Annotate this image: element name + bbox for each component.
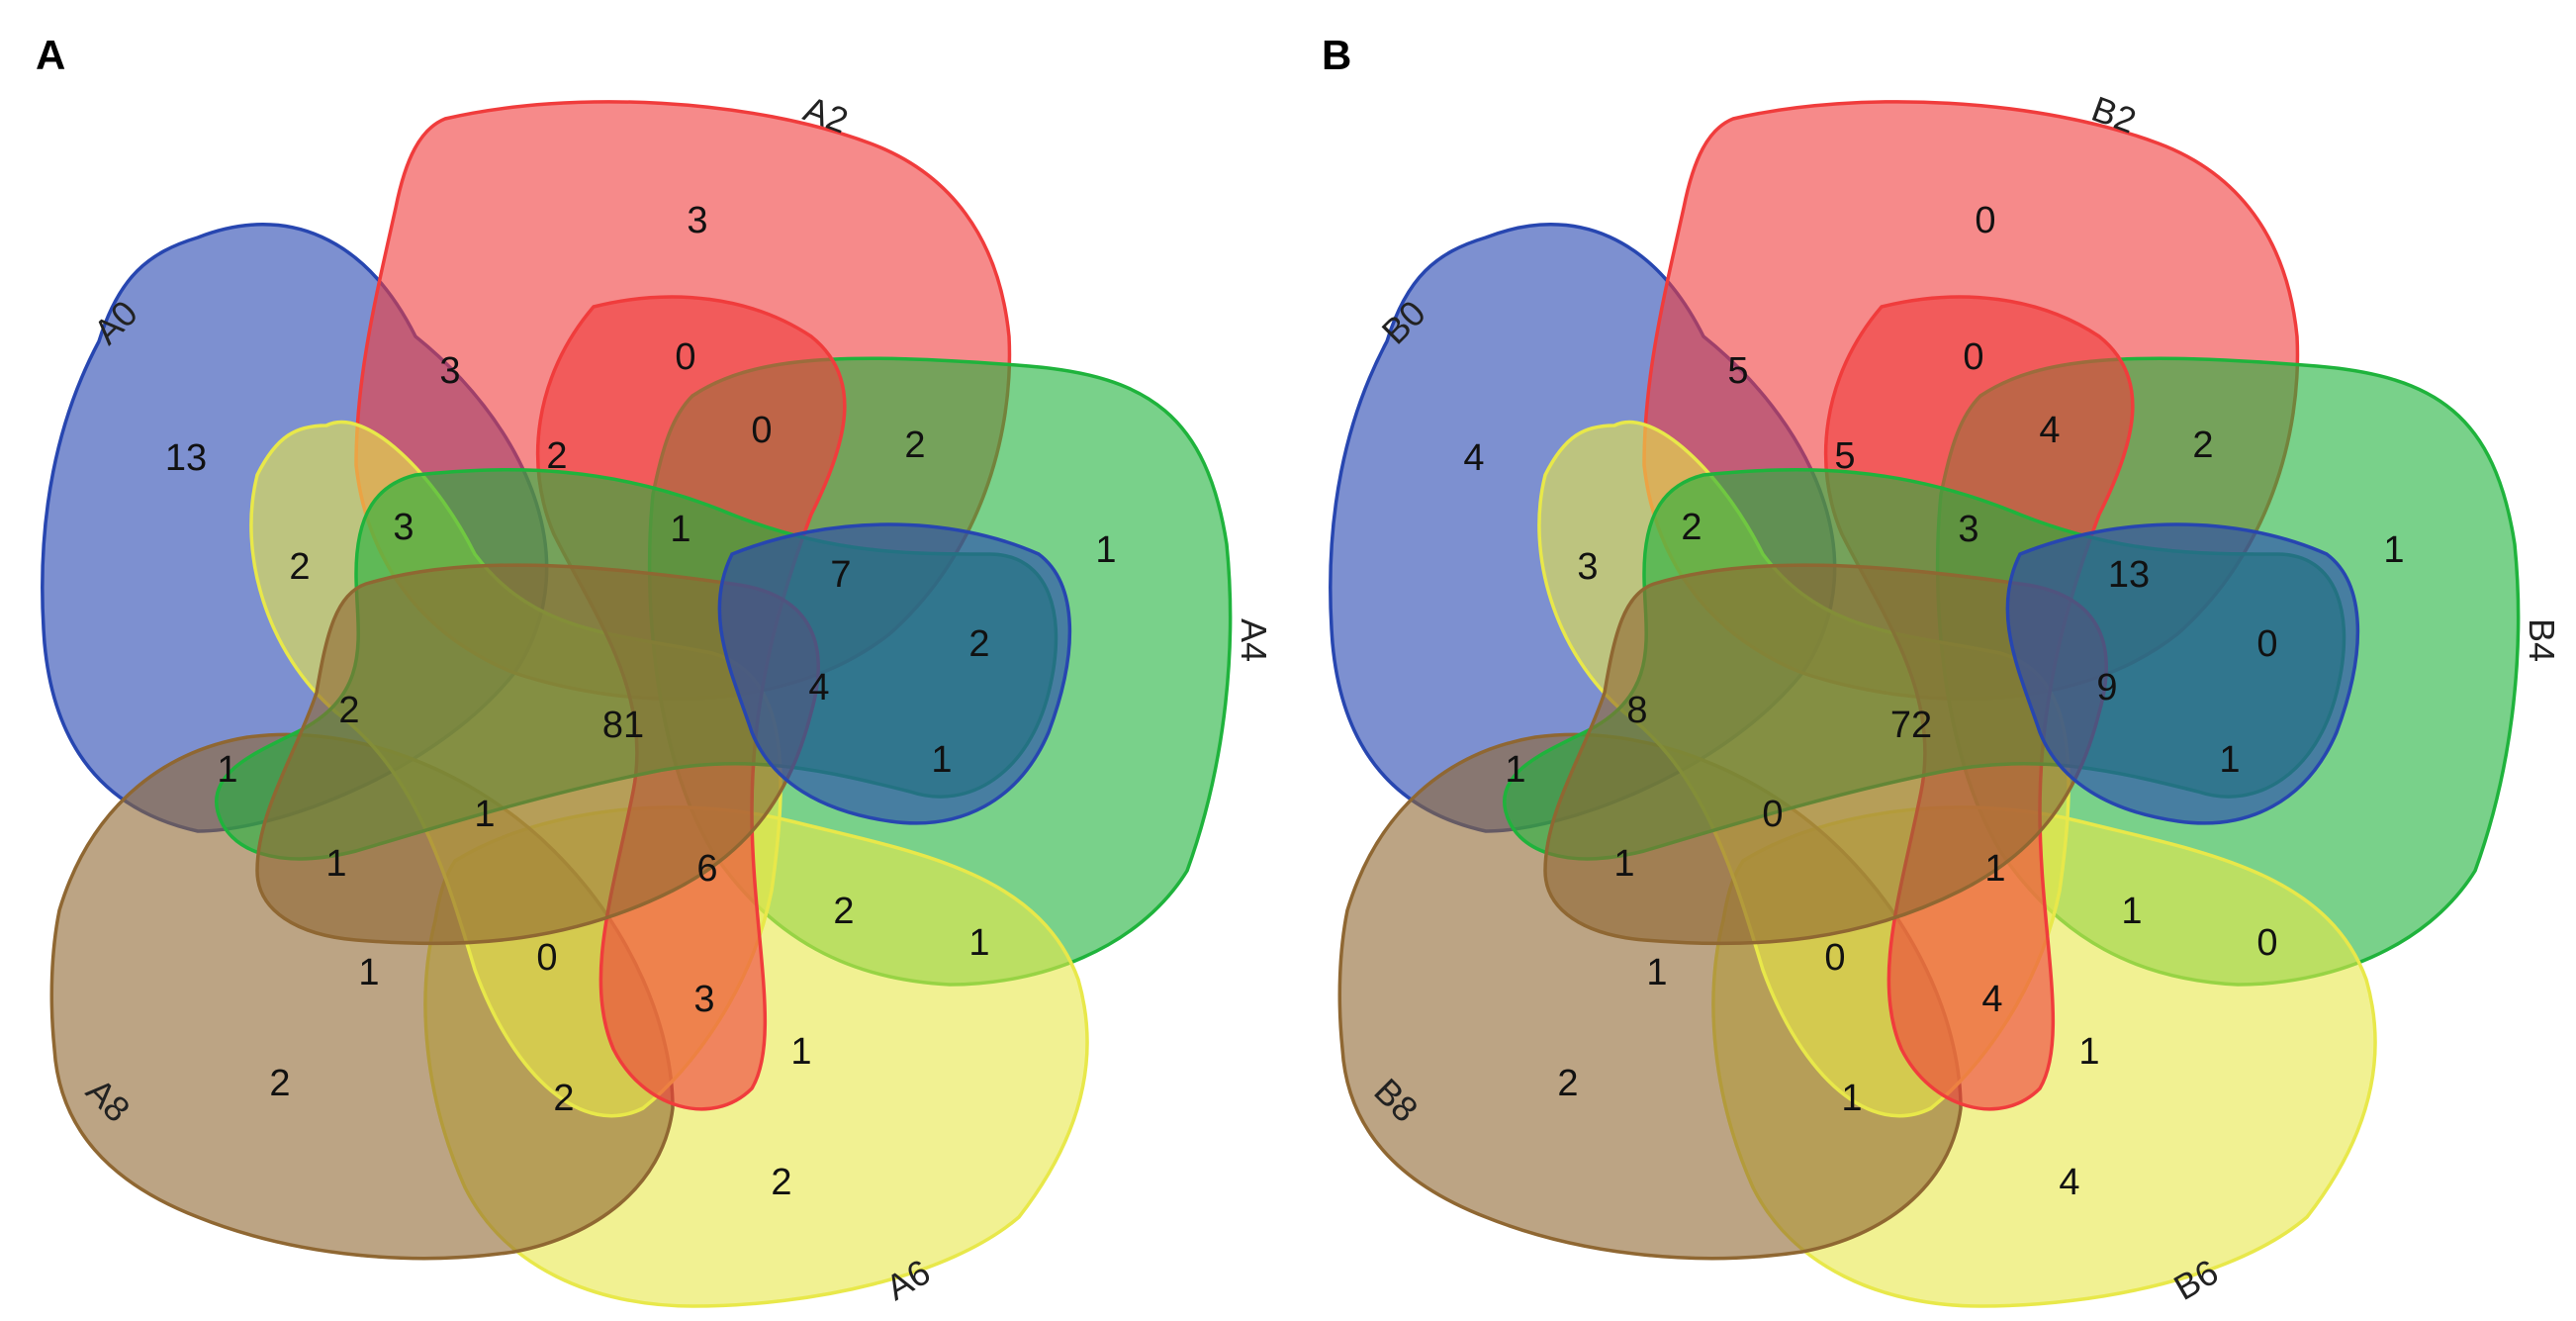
region-count: 1 [931, 739, 952, 781]
region-count: 5 [1727, 350, 1748, 392]
region-count: 1 [1984, 848, 2005, 890]
region-counts-a: 13 3 1 2 2 3 0 2 1 2 2 0 7 4 1 2 1 1 6 3… [165, 200, 1117, 1203]
region-count: 2 [546, 435, 567, 477]
region-count: 3 [1577, 546, 1598, 588]
region-count: 2 [338, 690, 359, 731]
panel-letter: B [1322, 32, 1351, 78]
region-count: 13 [165, 437, 207, 479]
region-count: 81 [602, 705, 644, 746]
venn-diagram-b: B B0 B2 B4 B6 B8 4 0 1 4 2 5 0 2 0 1 8 4… [1322, 32, 2562, 1308]
region-count: 3 [687, 200, 707, 241]
region-count: 72 [1890, 705, 1932, 746]
region-count: 1 [2383, 529, 2404, 571]
region-count: 2 [2192, 425, 2213, 466]
region-count: 2 [1681, 507, 1702, 548]
region-count: 1 [474, 794, 495, 835]
region-count: 1 [1505, 749, 1525, 791]
region-count: 2 [269, 1063, 290, 1104]
region-count: 5 [1834, 435, 1855, 477]
region-counts-b: 4 0 1 4 2 5 0 2 0 1 8 4 13 9 1 0 1 1 1 4… [1463, 200, 2404, 1203]
region-count: 4 [2039, 410, 2060, 451]
region-count: 0 [675, 336, 695, 378]
region-count: 4 [1463, 437, 1484, 479]
region-count: 2 [904, 425, 925, 466]
region-count: 1 [670, 509, 690, 550]
set-a0-inner-petal [717, 522, 1072, 825]
region-count: 3 [393, 507, 414, 548]
region-count: 13 [2108, 554, 2150, 596]
region-count: 3 [693, 979, 714, 1020]
region-count: 0 [2256, 922, 2277, 964]
venn-panel-b: B B0 B2 B4 B6 B8 4 0 1 4 2 5 0 2 0 1 8 4… [1288, 0, 2576, 1321]
region-count: 0 [751, 410, 772, 451]
region-count: 3 [439, 350, 460, 392]
set-label-a4: A4 [1234, 618, 1274, 662]
region-count: 2 [289, 546, 310, 588]
region-count: 2 [1557, 1063, 1578, 1104]
region-count: 1 [2078, 1031, 2099, 1073]
set-b0-inner-petal [2005, 522, 2360, 825]
region-count: 1 [968, 922, 989, 964]
region-count: 1 [325, 843, 346, 885]
region-count: 7 [830, 554, 851, 596]
region-count: 4 [2059, 1162, 2079, 1203]
region-count: 8 [1626, 690, 1647, 731]
region-count: 4 [1981, 979, 2002, 1020]
region-count: 1 [358, 952, 379, 993]
region-count: 2 [833, 891, 854, 932]
region-count: 4 [808, 667, 829, 708]
region-count: 0 [1975, 200, 1995, 241]
region-count: 1 [217, 749, 237, 791]
region-count: 1 [2121, 891, 2142, 932]
region-count: 1 [790, 1031, 811, 1073]
region-count: 2 [771, 1162, 791, 1203]
region-count: 2 [553, 1078, 574, 1119]
region-count: 0 [536, 937, 557, 979]
region-count: 0 [1762, 794, 1783, 835]
venn-diagram-a: A A0 A2 A4 A6 A8 13 3 1 2 2 3 0 2 1 2 2 … [36, 32, 1274, 1308]
region-count: 9 [2096, 667, 2117, 708]
panel-letter: A [36, 32, 65, 78]
region-count: 0 [1963, 336, 1983, 378]
region-count: 1 [1613, 843, 1634, 885]
region-count: 1 [2219, 739, 2240, 781]
region-count: 1 [1841, 1078, 1862, 1119]
region-count: 0 [1824, 937, 1845, 979]
region-count: 2 [968, 623, 989, 665]
region-count: 6 [696, 848, 717, 890]
venn-panel-a: A A0 A2 A4 A6 A8 13 3 1 2 2 3 0 2 1 2 2 … [36, 32, 1274, 1308]
region-count: 1 [1646, 952, 1667, 993]
set-label-b4: B4 [2522, 618, 2562, 662]
region-count: 0 [2256, 623, 2277, 665]
region-count: 1 [1095, 529, 1116, 571]
region-count: 3 [1958, 509, 1978, 550]
